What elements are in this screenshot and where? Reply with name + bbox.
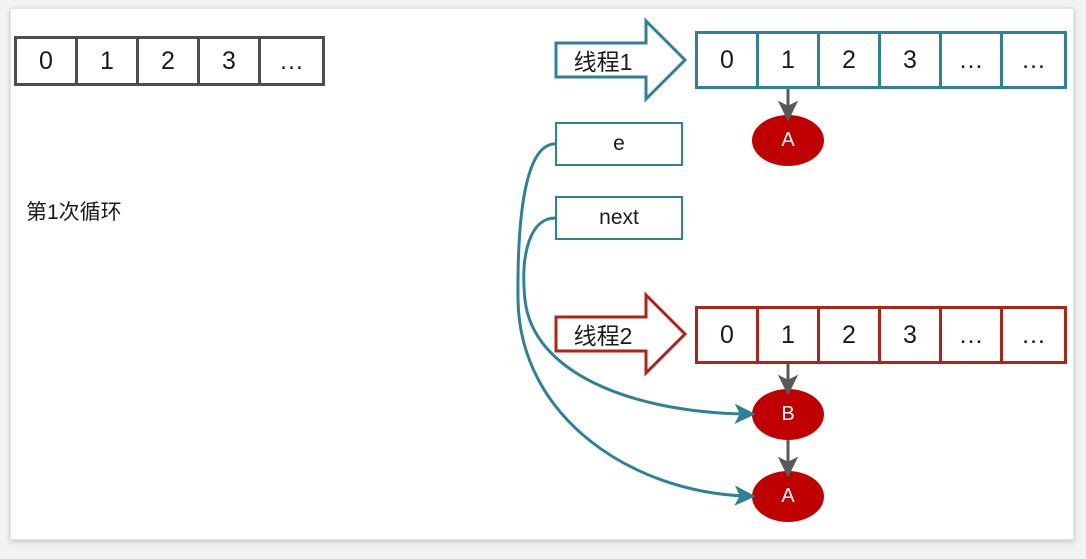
thread2-node-b: B [752,389,824,440]
thread1-arrow-label: 线程1 [573,49,633,75]
thread1-array-cell: … [942,34,1003,86]
thread2-bucket-array: 0 1 2 3 … … [695,306,1067,364]
thread2-array-cell: 0 [698,309,759,361]
left-bucket-array: 0 1 2 3 … [14,36,325,86]
loop-iteration-label: 第1次循环 [26,201,122,224]
thread1-arrow-glyph [554,17,688,103]
thread2-node-a: A [752,471,824,522]
thread2-arrow-label: 线程2 [573,323,633,349]
thread1-array-cell: … [1003,34,1064,86]
variable-box-next: next [555,196,683,240]
thread1-array-cell: 0 [698,34,759,86]
thread2-array-cell: 1 [759,309,820,361]
thread2-array-cell: 2 [820,309,881,361]
thread1-array-cell: 3 [881,34,942,86]
thread1-block-arrow: 线程1 [553,17,688,103]
left-array-cell: 0 [17,39,78,83]
thread2-array-cell: 3 [881,309,942,361]
left-array-cell: 3 [200,39,261,83]
thread2-array-cell: … [942,309,1003,361]
left-array-cell: 1 [78,39,139,83]
thread2-block-arrow: 线程2 [553,291,688,377]
variable-box-e: e [555,122,683,166]
thread1-bucket-array: 0 1 2 3 … … [695,31,1067,89]
left-array-cell: … [261,39,322,83]
left-array-cell: 2 [139,39,200,83]
thread2-array-cell: … [1003,309,1064,361]
thread1-node-a: A [752,115,824,166]
thread1-array-cell: 1 [759,34,820,86]
thread1-array-cell: 2 [820,34,881,86]
